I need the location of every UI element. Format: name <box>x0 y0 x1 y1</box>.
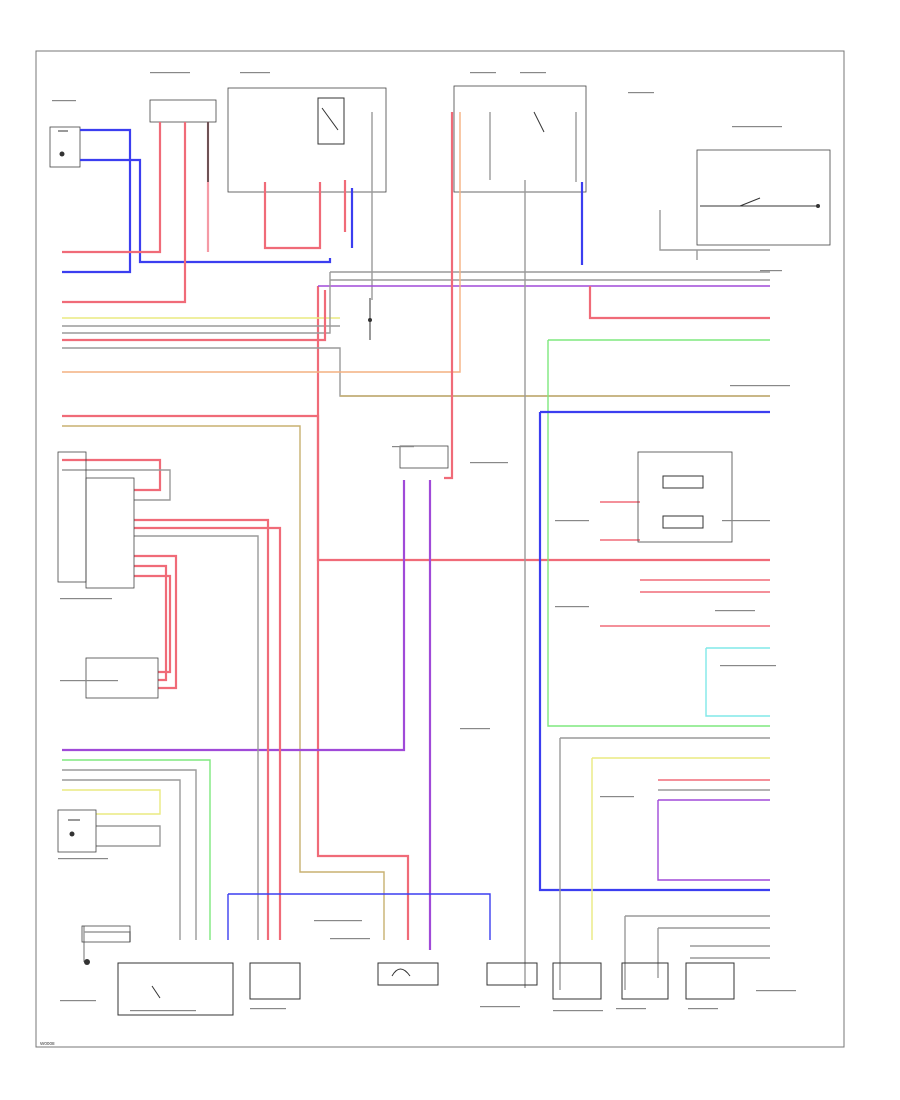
left-lower-connector <box>85 657 159 699</box>
bottom-component-6 <box>552 962 602 1000</box>
illegible-label-mark-30 <box>460 728 490 730</box>
illegible-label-mark-6 <box>732 126 782 128</box>
illegible-label-mark-19 <box>58 858 108 860</box>
upper-fuse-connector <box>149 99 217 123</box>
wire-gray-17 <box>62 272 331 334</box>
center-junction-box <box>399 445 449 469</box>
illegible-label-mark-2 <box>240 72 270 74</box>
wire-tan-34 <box>62 425 385 940</box>
right-module-box <box>637 451 733 543</box>
wire-violet-68 <box>657 800 770 881</box>
wire-red-44 <box>134 574 172 674</box>
illegible-label-mark-16 <box>600 796 634 798</box>
diagram-border <box>35 50 845 1048</box>
illegible-label-mark-23 <box>314 920 362 922</box>
wire-green-45 <box>62 759 211 940</box>
wire-cyan-60 <box>705 648 770 717</box>
wire-blue-52 <box>228 893 491 940</box>
illegible-label-mark-26 <box>553 1010 603 1012</box>
wire-red-3 <box>62 122 187 304</box>
wire-red-43 <box>134 564 168 682</box>
illegible-label-mark-24 <box>330 938 370 940</box>
wire-red-6 <box>263 182 322 250</box>
diagram-code: W0008 <box>40 1041 55 1046</box>
illegible-label-mark-29 <box>756 990 796 992</box>
wire-gray-46 <box>62 769 197 940</box>
bottom-left-sensor <box>57 809 97 853</box>
illegible-label-mark-27 <box>616 1008 646 1010</box>
bottom-sensor-1 <box>81 925 131 965</box>
wire-layer <box>62 112 770 990</box>
top-right-switch-box <box>696 149 831 246</box>
wire-green-30 <box>547 340 770 727</box>
wire-red-12 <box>316 286 770 562</box>
left-connector-stack <box>57 451 135 589</box>
illegible-label-mark-9 <box>715 610 755 612</box>
bottom-component-7 <box>621 962 669 1000</box>
wire-blue-1 <box>80 158 332 264</box>
illegible-label-mark-7 <box>760 270 782 272</box>
bottom-component-2 <box>117 962 234 1016</box>
illegible-label-mark-1 <box>150 72 190 74</box>
illegible-label-mark-14 <box>555 606 589 608</box>
wire-red-42 <box>134 554 178 690</box>
bottom-component-5 <box>486 962 538 986</box>
illegible-label-mark-15 <box>722 520 770 522</box>
illegible-label-mark-3 <box>470 72 496 74</box>
wire-yellow-48 <box>62 789 161 815</box>
upper-right-fuse-box <box>453 85 587 193</box>
mid-relay-switch <box>368 298 372 340</box>
illegible-label-mark-21 <box>130 1010 196 1012</box>
illegible-label-mark-18 <box>60 680 118 682</box>
top-left-sensor <box>49 126 81 168</box>
bottom-component-3 <box>249 962 301 1000</box>
wire-red-14 <box>588 286 770 320</box>
wire-gray-50 <box>84 931 131 942</box>
wire-red-37 <box>62 458 162 492</box>
illegible-label-mark-17 <box>60 598 112 600</box>
illegible-label-mark-12 <box>470 462 508 464</box>
illegible-label-mark-8 <box>730 385 790 387</box>
wire-blue-0 <box>62 128 132 274</box>
bottom-component-4 <box>377 962 439 986</box>
wire-gray-47 <box>62 779 181 940</box>
wire-red-22 <box>444 112 454 480</box>
illegible-label-mark-25 <box>480 1006 520 1008</box>
upper-fuse-box <box>227 87 387 193</box>
illegible-label-mark-10 <box>720 665 776 667</box>
illegible-label-mark-5 <box>628 92 654 94</box>
wire-red-2 <box>62 122 162 254</box>
illegible-label-mark-11 <box>392 446 414 448</box>
wire-orange-21 <box>62 112 461 373</box>
wire-red-18 <box>62 290 327 342</box>
wire-blue-32 <box>538 412 770 892</box>
wire-red-40 <box>134 526 282 940</box>
illegible-label-mark-20 <box>60 1000 96 1002</box>
wire-red-39 <box>134 518 270 940</box>
wire-red-33 <box>62 414 410 940</box>
wire-violet-35 <box>62 480 406 752</box>
bottom-component-8 <box>685 962 735 1000</box>
illegible-label-mark-13 <box>555 520 589 522</box>
label-layer <box>52 72 796 1012</box>
illegible-label-mark-0 <box>52 100 76 102</box>
illegible-label-mark-28 <box>688 1008 718 1010</box>
wire-gray-41 <box>134 535 259 940</box>
illegible-label-mark-4 <box>520 72 546 74</box>
wire-gray-38 <box>62 469 171 501</box>
wire-gray-27 <box>659 210 770 251</box>
illegible-label-mark-22 <box>250 1008 286 1010</box>
wire-gray-49 <box>96 825 161 847</box>
